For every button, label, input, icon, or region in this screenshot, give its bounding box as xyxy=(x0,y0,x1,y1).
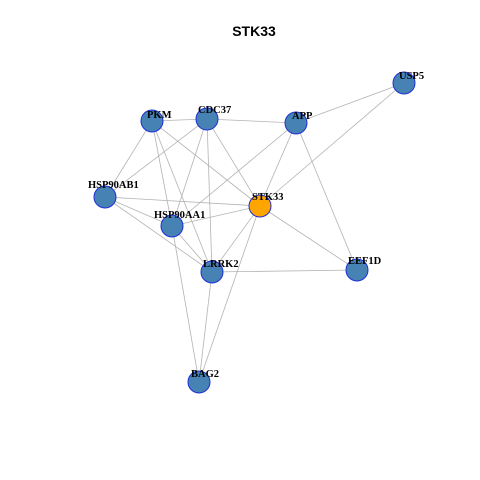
edge-hsp90aa1-bag2 xyxy=(171,225,200,383)
node-lrrk2[interactable] xyxy=(200,260,224,284)
edge-usp5-stk33 xyxy=(259,82,405,207)
edge-stk33-eef1d xyxy=(259,205,358,271)
edge-cdc37-hsp90ab1 xyxy=(104,118,208,198)
edge-app-eef1d xyxy=(295,122,358,271)
nodes-layer xyxy=(93,71,416,394)
edge-stk33-hsp90aa1 xyxy=(171,205,261,227)
node-hsp90aa1[interactable] xyxy=(160,214,184,238)
node-cdc37[interactable] xyxy=(195,107,219,131)
edge-pkm-stk33 xyxy=(151,120,261,207)
edge-lrrk2-eef1d xyxy=(211,269,358,273)
node-label-hsp90ab1: HSP90AB1 xyxy=(88,180,139,191)
edge-cdc37-stk33 xyxy=(206,118,261,207)
node-bag2[interactable] xyxy=(187,370,211,394)
edge-usp5-app xyxy=(295,82,405,124)
node-app[interactable] xyxy=(284,111,308,135)
edge-stk33-lrrk2 xyxy=(211,205,261,273)
edge-pkm-hsp90ab1 xyxy=(104,120,153,198)
edge-app-stk33 xyxy=(259,122,297,207)
node-label-bag2: BAG2 xyxy=(191,369,219,380)
node-label-hsp90aa1: HSP90AA1 xyxy=(154,210,205,221)
node-label-lrrk2: LRRK2 xyxy=(203,259,239,270)
node-stk33[interactable] xyxy=(248,194,272,218)
edge-stk33-bag2 xyxy=(198,205,261,383)
node-usp5[interactable] xyxy=(392,71,416,95)
node-pkm[interactable] xyxy=(140,109,164,133)
edge-cdc37-lrrk2 xyxy=(206,118,213,273)
node-label-app: APP xyxy=(292,111,313,122)
node-label-eef1d: EEF1D xyxy=(348,256,382,267)
node-label-cdc37: CDC37 xyxy=(198,105,231,116)
edge-hsp90ab1-hsp90aa1 xyxy=(104,196,173,227)
edge-cdc37-app xyxy=(206,118,297,124)
node-label-stk33: STK33 xyxy=(252,192,284,203)
node-eef1d[interactable] xyxy=(345,258,369,282)
node-label-usp5: USP5 xyxy=(399,71,424,82)
edge-cdc37-hsp90aa1 xyxy=(171,118,208,227)
edge-app-hsp90aa1 xyxy=(171,122,297,227)
node-label-pkm: PKM xyxy=(147,110,172,121)
node-hsp90ab1[interactable] xyxy=(93,185,117,209)
edge-lrrk2-bag2 xyxy=(198,271,213,383)
edge-hsp90ab1-stk33 xyxy=(104,196,261,207)
graph-title: STK33 xyxy=(232,23,276,39)
edge-hsp90ab1-lrrk2 xyxy=(104,196,213,273)
edge-pkm-hsp90aa1 xyxy=(151,120,173,227)
